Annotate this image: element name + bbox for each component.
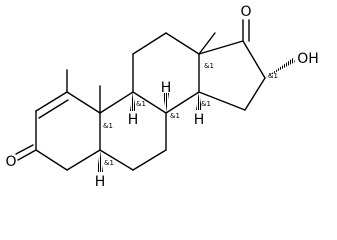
stereo-label-c5: &1 bbox=[104, 159, 114, 167]
atom-label-o-ring-a: O bbox=[5, 154, 16, 170]
bond-c15-c14 bbox=[198, 91, 246, 111]
stereo-label-c8: &1 bbox=[170, 112, 180, 120]
bond-c1-c2-double bbox=[38, 99, 69, 119]
bond-c3-c4 bbox=[35, 149, 68, 171]
bond-c3-o bbox=[17, 149, 37, 161]
bond-c12-c13 bbox=[165, 32, 200, 55]
bond-c6-c5 bbox=[99, 149, 134, 171]
hashed-bond-c9-h bbox=[130, 92, 136, 111]
atom-label-h-c14: H bbox=[194, 112, 205, 128]
hashed-bond-c8-h bbox=[163, 93, 169, 113]
stereo-label-c10: &1 bbox=[103, 122, 113, 130]
bond-c14-c8 bbox=[165, 91, 200, 114]
bond-c13-c17 bbox=[198, 40, 244, 55]
atom-label-oh-c16: OH bbox=[297, 51, 319, 67]
stereo-label-c14: &1 bbox=[201, 100, 211, 108]
bond-c13-methyl bbox=[198, 32, 216, 55]
bond-c7-c6 bbox=[132, 149, 167, 171]
stereo-label-c9: &1 bbox=[136, 100, 146, 108]
structure-canvas: O O OH H H H H &1 &1 &1 &1 &1 &1 &1 bbox=[5, 4, 319, 190]
bond-c17-c16 bbox=[242, 40, 266, 79]
hashed-bond-c16-oh bbox=[265, 58, 295, 78]
atom-label-o-c17: O bbox=[240, 4, 251, 20]
bond-c11-c12 bbox=[132, 32, 167, 55]
bond-c1-c2 bbox=[35, 91, 68, 112]
atom-label-h-c5: H bbox=[95, 174, 106, 190]
steroid-structure-diagram: O O OH H H H H &1 &1 &1 &1 &1 &1 &1 bbox=[5, 4, 319, 190]
atom-label-h-c8: H bbox=[161, 80, 172, 96]
atom-label-h-c9: H bbox=[128, 112, 139, 128]
hashed-bond-c5-h bbox=[97, 150, 103, 172]
bond-c9-c8 bbox=[132, 91, 167, 114]
stereo-label-c16: &1 bbox=[268, 72, 278, 80]
bond-c4-c5 bbox=[66, 149, 101, 171]
hashed-bond-c14-h bbox=[196, 92, 202, 110]
bond-c16-c15 bbox=[244, 77, 266, 111]
stereo-bonds bbox=[97, 58, 295, 172]
bond-c3-o-double bbox=[15, 144, 34, 155]
stereo-label-c13: &1 bbox=[204, 62, 214, 70]
bond-lines bbox=[15, 19, 266, 171]
bond-c1-c10 bbox=[66, 91, 101, 114]
bond-c10-c9 bbox=[99, 91, 134, 114]
